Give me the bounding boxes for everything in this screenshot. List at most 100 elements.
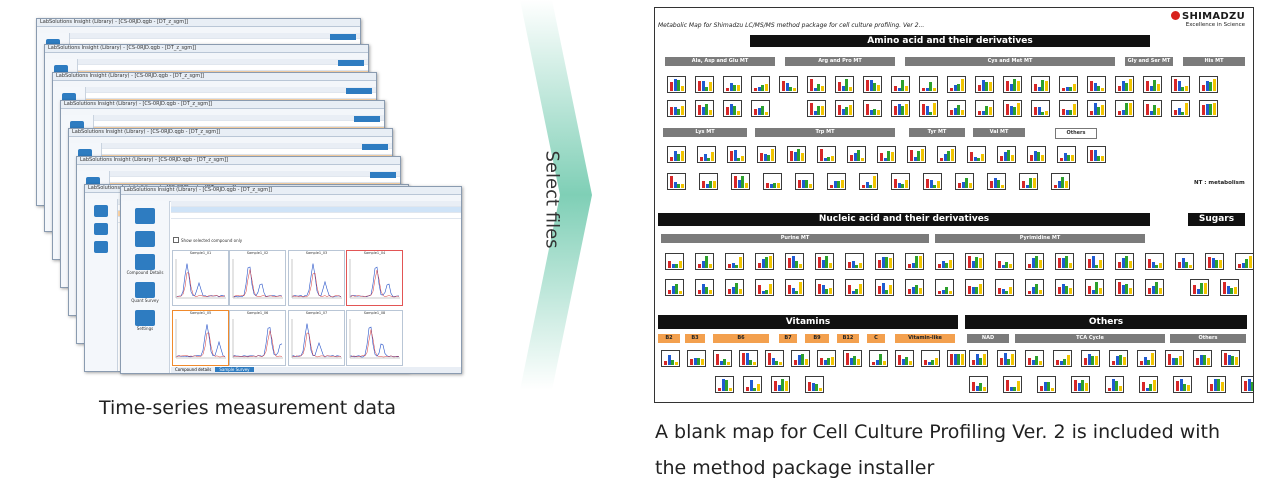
metabolite-bar-cell[interactable] xyxy=(695,253,714,270)
metabolite-bar-cell[interactable] xyxy=(1165,350,1184,367)
metabolite-bar-cell[interactable] xyxy=(1220,279,1239,296)
metabolite-bar-cell[interactable] xyxy=(1057,146,1076,163)
metabolite-bar-cell[interactable] xyxy=(787,146,806,163)
metabolite-bar-cell[interactable] xyxy=(1173,376,1192,393)
chromatogram-panel[interactable]: Sample1_01 xyxy=(172,250,229,306)
metabolite-bar-cell[interactable] xyxy=(1143,100,1162,117)
metabolite-bar-cell[interactable] xyxy=(815,253,834,270)
metabolite-bar-cell[interactable] xyxy=(997,146,1016,163)
chromatogram-panel[interactable]: Sample1_02 xyxy=(229,250,286,306)
metabolite-bar-cell[interactable] xyxy=(975,76,994,93)
metabolite-bar-cell[interactable] xyxy=(1207,376,1226,393)
metabolite-bar-cell[interactable] xyxy=(1109,350,1128,367)
metabolite-bar-cell[interactable] xyxy=(905,253,924,270)
metabolite-bar-cell[interactable] xyxy=(661,350,680,367)
metabolite-bar-cell[interactable] xyxy=(1059,100,1078,117)
metabolite-bar-cell[interactable] xyxy=(907,146,926,163)
metabolite-bar-cell[interactable] xyxy=(755,279,774,296)
metabolite-bar-cell[interactable] xyxy=(1055,253,1074,270)
metabolite-bar-cell[interactable] xyxy=(817,350,836,367)
metabolite-bar-cell[interactable] xyxy=(1221,350,1240,367)
metabolite-bar-cell[interactable] xyxy=(1199,100,1218,117)
metabolite-bar-cell[interactable] xyxy=(905,279,924,296)
metabolite-bar-cell[interactable] xyxy=(877,146,896,163)
tab-sample-survey[interactable]: Sample Survey xyxy=(215,367,253,372)
metabolite-bar-cell[interactable] xyxy=(1137,350,1156,367)
metabolite-bar-cell[interactable] xyxy=(1115,76,1134,93)
metabolite-bar-cell[interactable] xyxy=(987,173,1006,190)
metabolite-bar-cell[interactable] xyxy=(845,253,864,270)
metabolite-bar-cell[interactable] xyxy=(1031,76,1050,93)
metabolite-bar-cell[interactable] xyxy=(815,279,834,296)
metabolite-bar-cell[interactable] xyxy=(725,279,744,296)
metabolite-bar-cell[interactable] xyxy=(1235,253,1254,270)
metabolite-bar-cell[interactable] xyxy=(1085,279,1104,296)
metabolite-bar-cell[interactable] xyxy=(1087,100,1106,117)
metabolite-bar-cell[interactable] xyxy=(923,173,942,190)
metabolite-bar-cell[interactable] xyxy=(965,279,984,296)
metabolite-bar-cell[interactable] xyxy=(665,279,684,296)
metabolite-bar-cell[interactable] xyxy=(919,76,938,93)
metabolite-bar-cell[interactable] xyxy=(1193,350,1212,367)
metabolite-bar-cell[interactable] xyxy=(807,76,826,93)
metabolite-bar-cell[interactable] xyxy=(807,100,826,117)
metabolite-bar-cell[interactable] xyxy=(1051,173,1070,190)
metabolite-bar-cell[interactable] xyxy=(843,350,862,367)
metabolite-bar-cell[interactable] xyxy=(743,376,762,393)
metabolite-bar-cell[interactable] xyxy=(1025,253,1044,270)
metabolite-bar-cell[interactable] xyxy=(863,100,882,117)
metabolite-bar-cell[interactable] xyxy=(751,100,770,117)
metabolite-bar-cell[interactable] xyxy=(1115,100,1134,117)
metabolite-bar-cell[interactable] xyxy=(891,173,910,190)
metabolite-bar-cell[interactable] xyxy=(723,76,742,93)
show-selected-checkbox[interactable]: Show selected compound only xyxy=(173,237,242,243)
metabolite-bar-cell[interactable] xyxy=(1003,76,1022,93)
metabolite-bar-cell[interactable] xyxy=(1053,350,1072,367)
metabolite-bar-cell[interactable] xyxy=(935,279,954,296)
chromatogram-panel[interactable]: Sample1_08 xyxy=(346,310,403,366)
metabolite-bar-cell[interactable] xyxy=(835,76,854,93)
metabolite-bar-cell[interactable] xyxy=(667,100,686,117)
metabolite-bar-cell[interactable] xyxy=(1031,100,1050,117)
metabolite-bar-cell[interactable] xyxy=(1025,279,1044,296)
metabolite-bar-cell[interactable] xyxy=(699,173,718,190)
metabolite-bar-cell[interactable] xyxy=(765,350,784,367)
metabolite-bar-cell[interactable] xyxy=(1171,100,1190,117)
metabolite-bar-cell[interactable] xyxy=(731,173,750,190)
metabolite-bar-cell[interactable] xyxy=(947,100,966,117)
metabolite-bar-cell[interactable] xyxy=(695,279,714,296)
metabolite-bar-cell[interactable] xyxy=(1003,376,1022,393)
metabolite-bar-cell[interactable] xyxy=(1019,173,1038,190)
metabolite-bar-cell[interactable] xyxy=(1190,279,1209,296)
metabolite-bar-cell[interactable] xyxy=(757,146,776,163)
sidebar-button-icon[interactable] xyxy=(135,254,155,270)
chromatogram-panel[interactable]: Sample1_03 xyxy=(288,250,345,306)
metabolite-bar-cell[interactable] xyxy=(965,253,984,270)
metabolite-bar-cell[interactable] xyxy=(665,253,684,270)
metabolite-bar-cell[interactable] xyxy=(755,253,774,270)
metabolite-bar-cell[interactable] xyxy=(1027,146,1046,163)
metabolite-bar-cell[interactable] xyxy=(695,76,714,93)
metabolite-bar-cell[interactable] xyxy=(891,100,910,117)
metabolite-bar-cell[interactable] xyxy=(1139,376,1158,393)
metabolite-bar-cell[interactable] xyxy=(1171,76,1190,93)
metabolite-bar-cell[interactable] xyxy=(817,146,836,163)
chromatogram-panel[interactable]: Sample1_07 xyxy=(288,310,345,366)
metabolite-bar-cell[interactable] xyxy=(667,146,686,163)
metabolite-bar-cell[interactable] xyxy=(785,253,804,270)
metabolite-bar-cell[interactable] xyxy=(697,146,716,163)
metabolite-bar-cell[interactable] xyxy=(751,76,770,93)
metabolite-bar-cell[interactable] xyxy=(1071,376,1090,393)
metabolite-bar-cell[interactable] xyxy=(695,100,714,117)
metabolite-bar-cell[interactable] xyxy=(667,173,686,190)
chromatogram-panel[interactable]: Sample1_06 xyxy=(229,310,286,366)
metabolite-bar-cell[interactable] xyxy=(1085,253,1104,270)
metabolite-bar-cell[interactable] xyxy=(863,76,882,93)
tab-compound-details[interactable]: Compound details xyxy=(171,367,215,372)
metabolite-bar-cell[interactable] xyxy=(1115,279,1134,296)
metabolite-bar-cell[interactable] xyxy=(969,376,988,393)
metabolite-bar-cell[interactable] xyxy=(795,173,814,190)
metabolite-bar-cell[interactable] xyxy=(779,76,798,93)
metabolite-bar-cell[interactable] xyxy=(1115,253,1134,270)
metabolite-bar-cell[interactable] xyxy=(1087,146,1106,163)
